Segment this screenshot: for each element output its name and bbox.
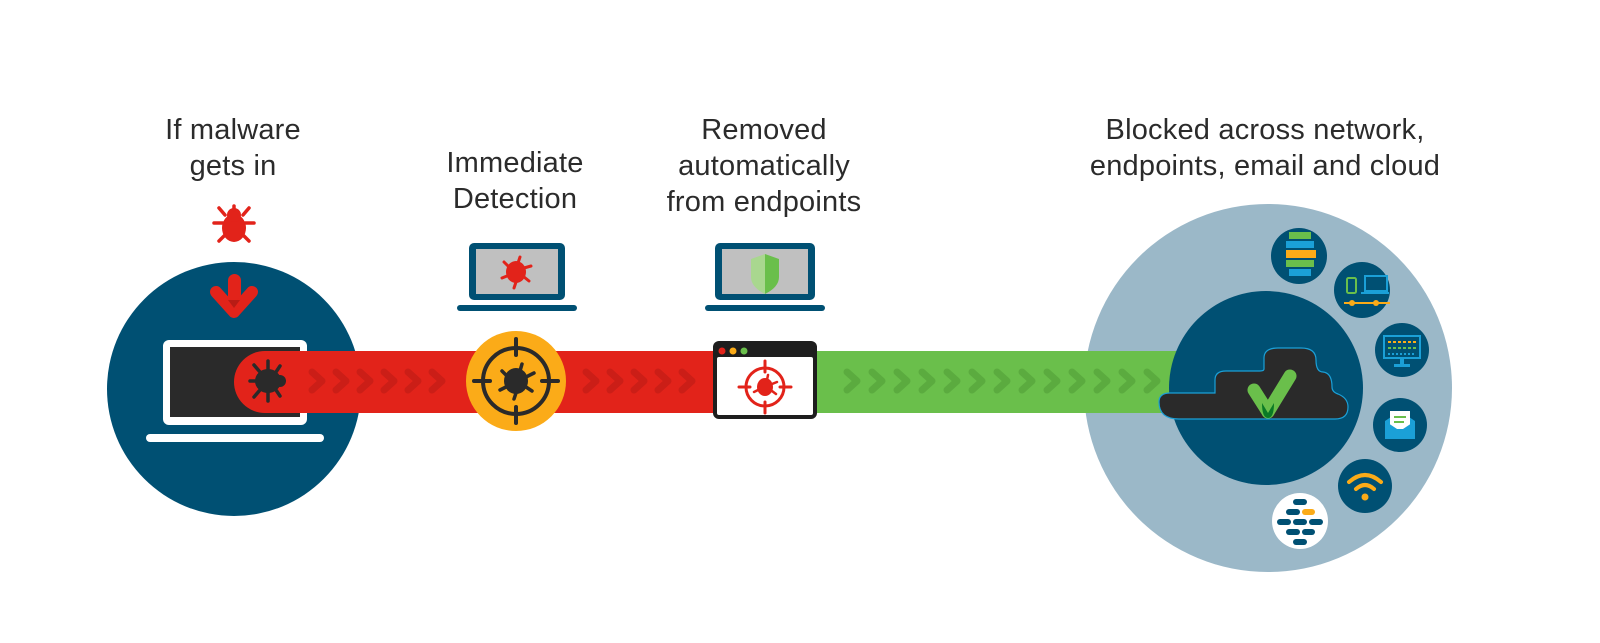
chevron-arrow	[380, 368, 398, 394]
chevron-arrow	[1118, 368, 1136, 394]
chevron-arrow	[918, 368, 936, 394]
chevron-arrow	[630, 368, 648, 394]
laptop-shield-icon	[705, 243, 825, 311]
stage-label-removal: Removed automatically from endpoints	[634, 112, 894, 220]
chevron-arrow	[1143, 368, 1161, 394]
monitor-dashboard-icon	[1375, 323, 1429, 377]
email-icon	[1373, 398, 1427, 452]
bug-icon	[212, 204, 256, 243]
chevron-arrow	[968, 368, 986, 394]
network-switch-icon	[1272, 493, 1328, 549]
stage-label-line: automatically	[678, 150, 850, 182]
chevron-arrow	[404, 368, 422, 394]
chevron-arrow	[356, 368, 374, 394]
chevron-arrow	[843, 368, 861, 394]
stage-label-line: from endpoints	[666, 186, 862, 218]
chevron-arrow	[1043, 368, 1061, 394]
chevron-arrow	[893, 368, 911, 394]
chevron-arrow	[654, 368, 672, 394]
browser-target-icon	[713, 341, 817, 419]
stage-label-infection: If malware gets in	[113, 112, 353, 184]
chevron-arrow	[582, 368, 600, 394]
stage-label-line: If malware	[165, 114, 301, 146]
chevron-arrow	[428, 368, 446, 394]
stage-label-line: endpoints, email and cloud	[1089, 150, 1441, 182]
chevron-arrow	[868, 368, 886, 394]
chevron-arrow	[943, 368, 961, 394]
stage-label-blocked: Blocked across network, endpoints, email…	[1065, 112, 1465, 184]
chevron-arrow	[678, 368, 696, 394]
stage-label-detection: Immediate Detection	[395, 145, 635, 217]
down-arrow-icon	[210, 274, 258, 318]
stage-label-line: Blocked across network,	[1105, 114, 1425, 146]
red-chevron-row	[308, 368, 696, 394]
green-chevron-row	[843, 368, 1161, 394]
stage-label-line: Detection	[452, 183, 578, 215]
chevron-arrow	[993, 368, 1011, 394]
cloud-checkmark-icon	[1158, 347, 1349, 420]
stage-label-line: Immediate	[446, 147, 584, 179]
chevron-arrow	[332, 368, 350, 394]
chevron-arrow	[1068, 368, 1086, 394]
bug-icon	[248, 359, 286, 403]
chevron-arrow	[1093, 368, 1111, 394]
stage-label-line: Removed	[701, 114, 827, 146]
chevron-arrow	[606, 368, 624, 394]
laptop-bug-icon	[457, 243, 577, 311]
chevron-arrow	[308, 368, 326, 394]
devices-network-icon	[1334, 262, 1390, 318]
target-bug-icon	[466, 331, 566, 431]
stage-label-line: gets in	[189, 150, 277, 182]
wifi-icon	[1338, 459, 1392, 513]
chevron-arrow	[1018, 368, 1036, 394]
server-icon	[1271, 228, 1327, 284]
